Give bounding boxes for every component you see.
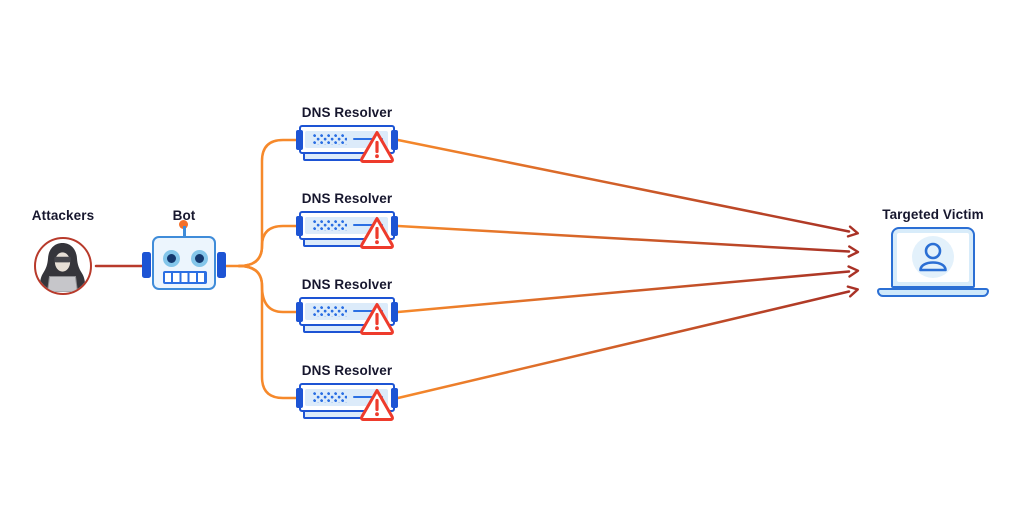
laptop-screen-content [896,232,969,282]
bot-to-resolver-2-line [237,224,300,268]
server-led-dots [313,133,347,145]
resolver-3-to-victim-arrow [396,265,860,314]
server-led-dots [313,391,347,403]
server-panel [305,130,388,148]
hooded-figure-graphic [39,243,86,292]
dns-resolver-label: DNS Resolver [301,105,393,120]
resolver-2-to-victim-arrow [396,224,860,258]
warning-icon [360,217,394,249]
antenna-stem [183,226,186,237]
server-led-dots [313,219,347,231]
server-left-cap [296,129,303,150]
bot-to-resolver-3-line [237,264,300,314]
resolver-1-to-victim-arrow [396,138,860,238]
server-panel [305,388,388,406]
robot-mouth [163,271,207,284]
robot-left-eye [163,250,180,267]
resolver-4-to-victim-arrow [396,285,859,400]
server-slot-line [353,223,383,226]
server-slot-line [353,395,383,398]
bot-to-resolver-1-line [237,138,300,268]
warning-icon [360,303,394,335]
server-left-cap [296,387,303,408]
dns-server-icon [296,125,398,165]
robot-head [152,236,216,290]
warning-icon [360,131,394,163]
dns-server-icon [296,211,398,251]
server-left-cap [296,301,303,322]
antenna-dot [179,220,188,229]
robot-icon [142,220,226,290]
server-slot-line [353,309,383,312]
targeted-victim-label: Targeted Victim [882,207,984,222]
warning-icon [360,389,394,421]
server-right-cap [391,129,398,150]
server-slot-line [353,137,383,140]
server-panel [305,302,388,320]
dns-resolver-label: DNS Resolver [301,277,393,292]
dns-resolver-label: DNS Resolver [301,191,393,206]
server-panel [305,216,388,234]
dns-server-icon [296,297,398,337]
server-led-dots [313,305,347,317]
dns-server-icon [296,383,398,423]
dns-resolver-label: DNS Resolver [301,363,393,378]
laptop-screen [891,227,975,288]
server-right-cap [391,301,398,322]
server-right-cap [391,215,398,236]
robot-right-eye [191,250,208,267]
user-avatar [911,235,954,278]
person-icon [918,242,947,271]
laptop-base [877,288,989,297]
bot-to-resolver-4-line [237,264,300,400]
robot-right-ear [217,252,226,278]
bot-label: Bot [172,208,196,223]
robot-left-ear [142,252,151,278]
server-right-cap [391,387,398,408]
attackers-label: Attackers [31,208,95,223]
server-left-cap [296,215,303,236]
laptop-icon [877,227,989,297]
hacker-icon [34,237,92,295]
